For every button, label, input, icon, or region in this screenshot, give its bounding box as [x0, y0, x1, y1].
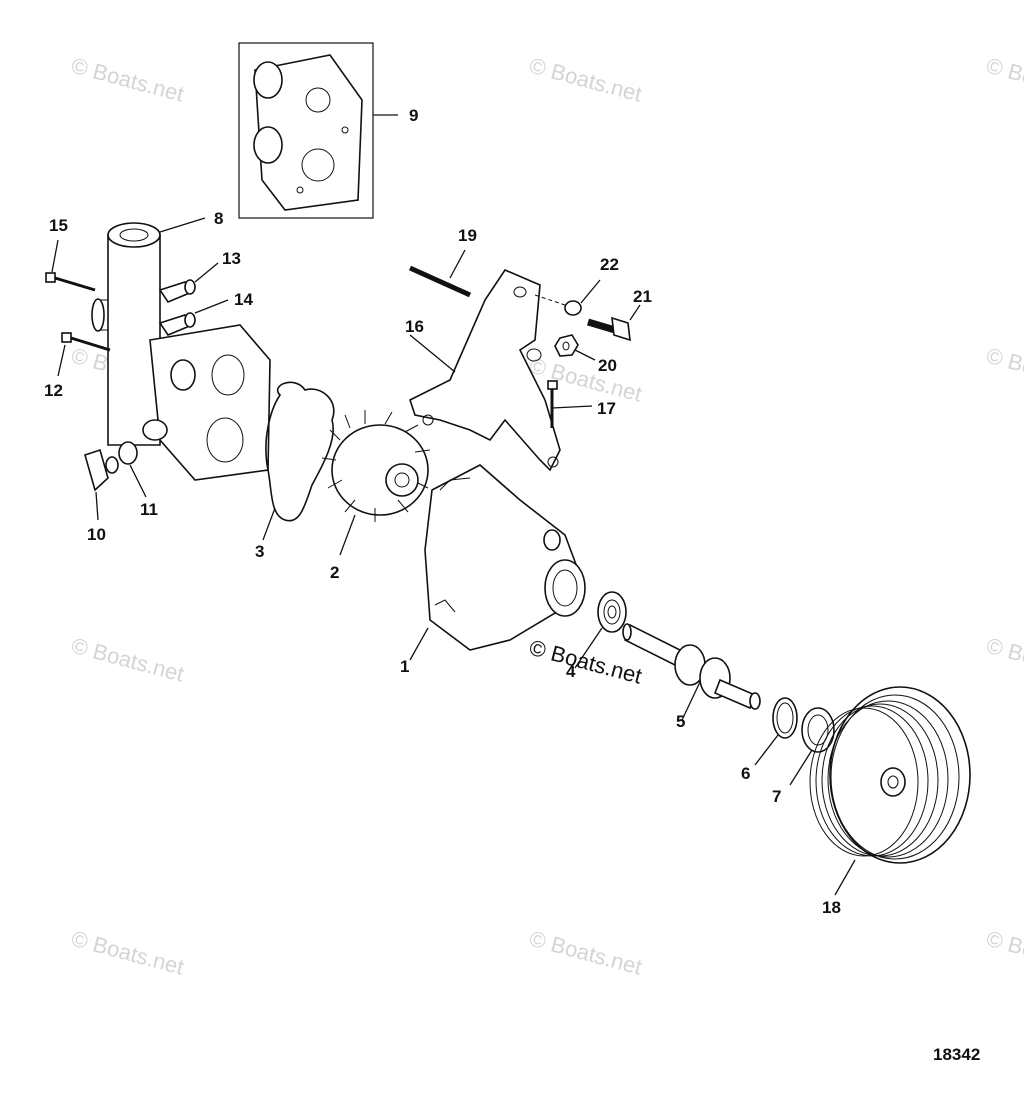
- watermark: © Boats.net: [69, 53, 187, 107]
- part-22-washer: [534, 279, 601, 316]
- watermark: © Boats.net: [69, 633, 187, 687]
- watermark: © Boats.net: [527, 53, 645, 107]
- callout-6: 6: [741, 764, 750, 783]
- part-4-bearing: [574, 591, 627, 669]
- part-14-fitting: [158, 299, 229, 336]
- callout-labels: 1 2 3 4 5 6 7 8 9 10 11 12 13 14 15 16 1…: [44, 106, 841, 917]
- callout-14: 14: [234, 290, 253, 309]
- part-6-ring: [754, 697, 798, 766]
- part-12-bolt: [57, 332, 111, 377]
- part-15-bolt: [45, 239, 96, 292]
- part-9-manifold-inset: [238, 42, 398, 219]
- callout-11: 11: [140, 500, 158, 519]
- watermark: © Boats.net: [527, 635, 645, 689]
- part-7-seal: [789, 707, 835, 786]
- part-20-nut: [554, 334, 596, 361]
- part-11-o-ring: [118, 441, 147, 498]
- part-18-pulley: [809, 686, 971, 896]
- part-3-gasket: [262, 381, 335, 541]
- part-10-drain-plug: [84, 448, 119, 521]
- watermark: © Boats.net: [984, 926, 1024, 980]
- callout-22: 22: [600, 255, 619, 274]
- callout-1: 1: [400, 657, 409, 676]
- part-21-bolt: [587, 304, 641, 342]
- callout-12: 12: [44, 381, 63, 400]
- callout-16: 16: [405, 317, 424, 336]
- part-2-impeller: [321, 410, 431, 556]
- callout-10: 10: [87, 525, 106, 544]
- figure-number: 18342: [933, 1045, 980, 1064]
- part-5-shaft: [622, 623, 761, 721]
- watermark: © Boats.net: [984, 53, 1024, 107]
- callout-4: 4: [566, 662, 576, 681]
- callout-21: 21: [633, 287, 652, 306]
- watermark: © Boats.net: [69, 926, 187, 980]
- callout-3: 3: [255, 542, 264, 561]
- callout-9: 9: [409, 106, 418, 125]
- callout-7: 7: [772, 787, 781, 806]
- callout-19: 19: [458, 226, 477, 245]
- callout-13: 13: [222, 249, 241, 268]
- callout-2: 2: [330, 563, 339, 582]
- part-8-housing: [91, 217, 271, 481]
- watermark: © Boats.net: [984, 633, 1024, 687]
- watermark: © Boats.net: [984, 343, 1024, 397]
- watermark: © Boats.net: [527, 926, 645, 980]
- callout-17: 17: [597, 399, 616, 418]
- part-13-fitting: [158, 262, 219, 303]
- callout-15: 15: [49, 216, 68, 235]
- callout-8: 8: [214, 209, 223, 228]
- callout-5: 5: [676, 712, 685, 731]
- part-17-bolt: [547, 380, 593, 428]
- part-19-stud: [408, 249, 472, 298]
- part-16-bracket: [409, 269, 561, 472]
- part-1-pump-body: [409, 464, 586, 661]
- callout-20: 20: [598, 356, 617, 375]
- callout-18: 18: [822, 898, 841, 917]
